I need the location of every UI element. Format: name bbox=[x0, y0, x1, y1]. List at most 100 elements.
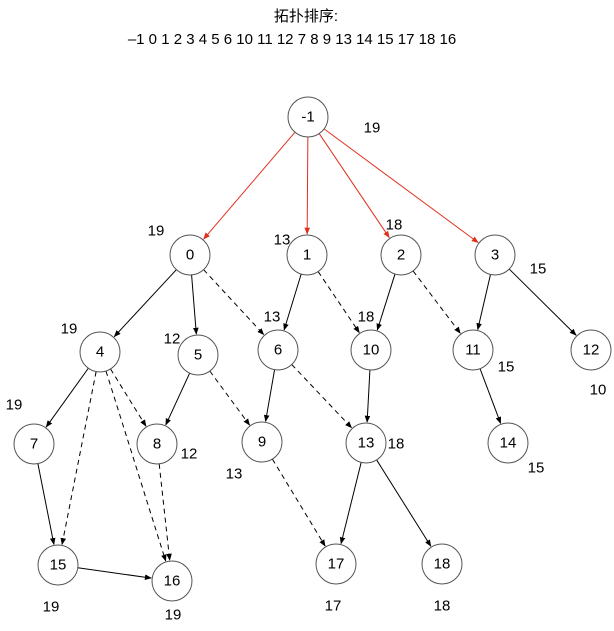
node-11: 11 bbox=[452, 329, 494, 371]
node-10: 10 bbox=[350, 329, 392, 371]
edge-neg1-to-1 bbox=[304, 136, 310, 235]
node-2: 2 bbox=[380, 234, 422, 276]
node-circle-9 bbox=[241, 421, 283, 463]
edges-layer bbox=[37, 128, 577, 580]
node-14: 14 bbox=[487, 422, 529, 464]
node-1: 1 bbox=[286, 234, 328, 276]
node-weight-11: 15 bbox=[498, 359, 515, 376]
node-neg1: -1 bbox=[287, 96, 329, 138]
edge-8-to-16 bbox=[158, 463, 172, 561]
node-circle-5 bbox=[177, 334, 219, 376]
node-weight-9: 13 bbox=[226, 466, 243, 483]
node-circle-18 bbox=[421, 543, 463, 585]
node-label-2: 2 bbox=[397, 247, 405, 264]
node-label-9: 9 bbox=[258, 434, 266, 451]
node-weight-16: 19 bbox=[165, 607, 182, 624]
node-weight-1: 13 bbox=[274, 232, 291, 249]
node-8: 8 bbox=[136, 423, 178, 465]
node-label-8: 8 bbox=[153, 436, 161, 453]
node-label-3: 3 bbox=[491, 247, 499, 264]
node-circle-8 bbox=[136, 423, 178, 465]
node-label-17: 17 bbox=[328, 556, 345, 573]
node-circle-16 bbox=[151, 560, 193, 602]
edge-5-to-8 bbox=[165, 372, 191, 426]
node-circle-11 bbox=[452, 329, 494, 371]
edge-4-to-16 bbox=[105, 370, 167, 562]
edge-3-to-11 bbox=[476, 274, 491, 331]
node-circle-0 bbox=[169, 234, 211, 276]
node-label-0: 0 bbox=[186, 247, 194, 264]
node-9: 9 bbox=[241, 421, 283, 463]
edge-4-to-8 bbox=[110, 368, 147, 427]
edge-neg1-to-2 bbox=[318, 133, 390, 239]
node-7: 7 bbox=[13, 423, 55, 465]
edge-7-to-15 bbox=[37, 463, 56, 546]
edge-13-to-17 bbox=[339, 462, 362, 545]
edge-6-to-9 bbox=[263, 369, 276, 423]
edge-4-to-7 bbox=[45, 367, 89, 428]
node-label-13: 13 bbox=[358, 435, 375, 452]
edge-13-to-18 bbox=[376, 459, 432, 547]
node-12: 12 bbox=[570, 329, 612, 371]
node-4: 4 bbox=[79, 331, 121, 373]
node-weight-12: 10 bbox=[590, 382, 607, 399]
title: 拓扑排序: bbox=[274, 8, 338, 25]
edge-3-to-12 bbox=[508, 268, 577, 336]
node-16: 16 bbox=[151, 560, 193, 602]
edge-neg1-to-3 bbox=[323, 128, 479, 243]
node-label-12: 12 bbox=[583, 342, 600, 359]
edge-15-to-16 bbox=[77, 567, 152, 580]
node-weight-7: 19 bbox=[6, 397, 23, 414]
node-label-4: 4 bbox=[96, 344, 104, 361]
node-0: 0 bbox=[169, 234, 211, 276]
node-label-15: 15 bbox=[50, 557, 67, 574]
node-label-11: 11 bbox=[465, 342, 481, 359]
node-weight-4: 19 bbox=[61, 321, 78, 338]
topological-order: –1 0 1 2 3 4 5 6 10 11 12 7 8 9 13 14 15… bbox=[128, 31, 456, 48]
edge-4-to-15 bbox=[60, 371, 97, 546]
node-13: 13 bbox=[345, 422, 387, 464]
node-weight-2: 18 bbox=[386, 217, 403, 234]
node-weight-10: 18 bbox=[358, 309, 375, 326]
node-label-6: 6 bbox=[274, 342, 282, 359]
node-label-16: 16 bbox=[164, 573, 181, 590]
node-circle-1 bbox=[286, 234, 328, 276]
edge-0-to-6 bbox=[203, 269, 265, 336]
edge-0-to-4 bbox=[113, 269, 177, 338]
node-label-18: 18 bbox=[434, 556, 451, 573]
edge-10-to-13 bbox=[364, 369, 371, 423]
node-label-5: 5 bbox=[194, 347, 202, 364]
node-15: 15 bbox=[37, 544, 79, 586]
node-label-10: 10 bbox=[363, 342, 380, 359]
node-weight-18: 18 bbox=[434, 598, 451, 615]
node-6: 6 bbox=[257, 329, 299, 371]
node-weight-17: 17 bbox=[325, 598, 342, 615]
node-circle-14 bbox=[487, 422, 529, 464]
node-weight-0: 19 bbox=[148, 223, 165, 240]
node-weight-14: 15 bbox=[528, 460, 545, 477]
node-circle-7 bbox=[13, 423, 55, 465]
node-circle-12 bbox=[570, 329, 612, 371]
node-weight-15: 19 bbox=[43, 599, 60, 616]
edge-1-to-6 bbox=[283, 273, 302, 331]
node-circle-15 bbox=[37, 544, 79, 586]
node-weight-8: 12 bbox=[181, 446, 198, 463]
node-circle-4 bbox=[79, 331, 121, 373]
node-label-14: 14 bbox=[500, 435, 517, 452]
node-circle-6 bbox=[257, 329, 299, 371]
node-circle-3 bbox=[474, 234, 516, 276]
node-circle-2 bbox=[380, 234, 422, 276]
edge-2-to-11 bbox=[412, 270, 461, 334]
edge-11-to-14 bbox=[479, 368, 502, 425]
node-weight-5: 12 bbox=[164, 331, 181, 348]
node-weight-neg1: 19 bbox=[364, 120, 381, 137]
node-label-neg1: -1 bbox=[301, 109, 314, 126]
edge-5-to-9 bbox=[209, 370, 250, 426]
node-17: 17 bbox=[315, 543, 357, 585]
node-weight-13: 18 bbox=[388, 436, 405, 453]
edge-neg1-to-0 bbox=[203, 131, 296, 240]
edge-6-to-13 bbox=[291, 364, 353, 429]
node-weight-6: 13 bbox=[264, 309, 281, 326]
